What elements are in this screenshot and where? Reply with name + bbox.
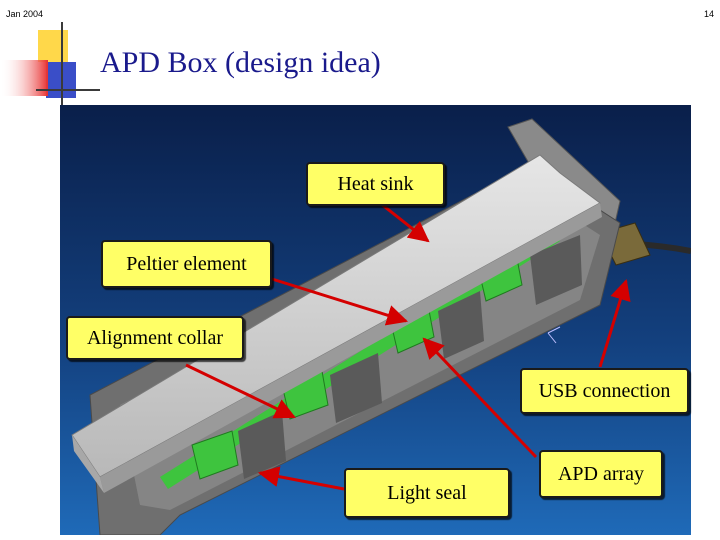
page-number: 14 [703,9,714,19]
header-date: Jan 2004 [6,9,44,19]
callout-peltier-element: Peltier element [101,240,272,288]
arrow-usb [598,278,631,368]
arrow-light-seal [257,466,345,491]
arrow-peltier [271,277,409,326]
arrow-apd-array [422,337,538,459]
callout-alignment-collar: Alignment collar [66,316,244,360]
arrow-heat-sink [379,201,430,243]
callout-light-seal: Light seal [344,468,510,518]
slide-title: APD Box (design idea) [100,46,381,79]
callout-arrows [185,201,631,491]
corner-decoration [0,22,100,106]
callout-heat-sink: Heat sink [306,162,445,206]
callout-apd-array: APD array [539,450,663,498]
arrow-alignment [185,363,296,419]
callout-usb-connection: USB connection [520,368,689,414]
